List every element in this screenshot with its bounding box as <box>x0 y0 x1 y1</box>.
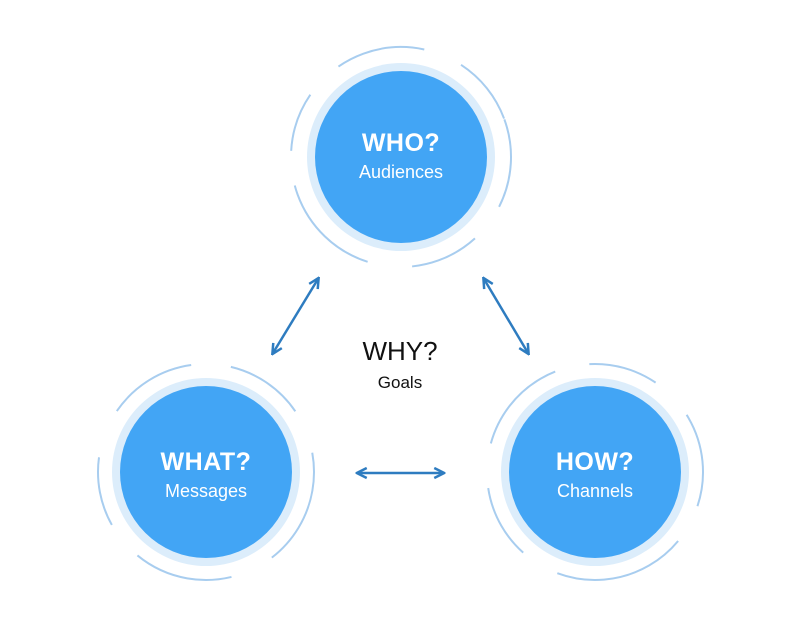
how-decorative-arcs <box>486 363 704 581</box>
who-title: WHO? <box>361 129 441 157</box>
how-node: HOW? Channels <box>509 448 681 502</box>
what-subtitle: Messages <box>164 481 248 501</box>
who-circle <box>315 71 487 243</box>
why-subtitle: Goals <box>377 373 423 392</box>
arrow-who-what <box>273 279 318 353</box>
who-decorative-arcs <box>290 46 512 268</box>
how-circle <box>509 386 681 558</box>
what-title: WHAT? <box>160 448 252 476</box>
who-circle-group <box>290 46 512 268</box>
how-title: HOW? <box>555 448 635 476</box>
who-subtitle: Audiences <box>358 162 444 182</box>
arrow-who-how <box>484 279 528 353</box>
what-node: WHAT? Messages <box>120 448 292 502</box>
how-circle-group <box>486 363 704 581</box>
who-node: WHO? Audiences <box>315 129 487 183</box>
why-title: WHY? <box>362 336 438 366</box>
what-circle-group <box>97 363 315 581</box>
what-decorative-arcs <box>97 363 315 581</box>
how-subtitle: Channels <box>556 481 634 501</box>
why-center: WHY? Goals <box>300 336 500 393</box>
what-circle <box>120 386 292 558</box>
